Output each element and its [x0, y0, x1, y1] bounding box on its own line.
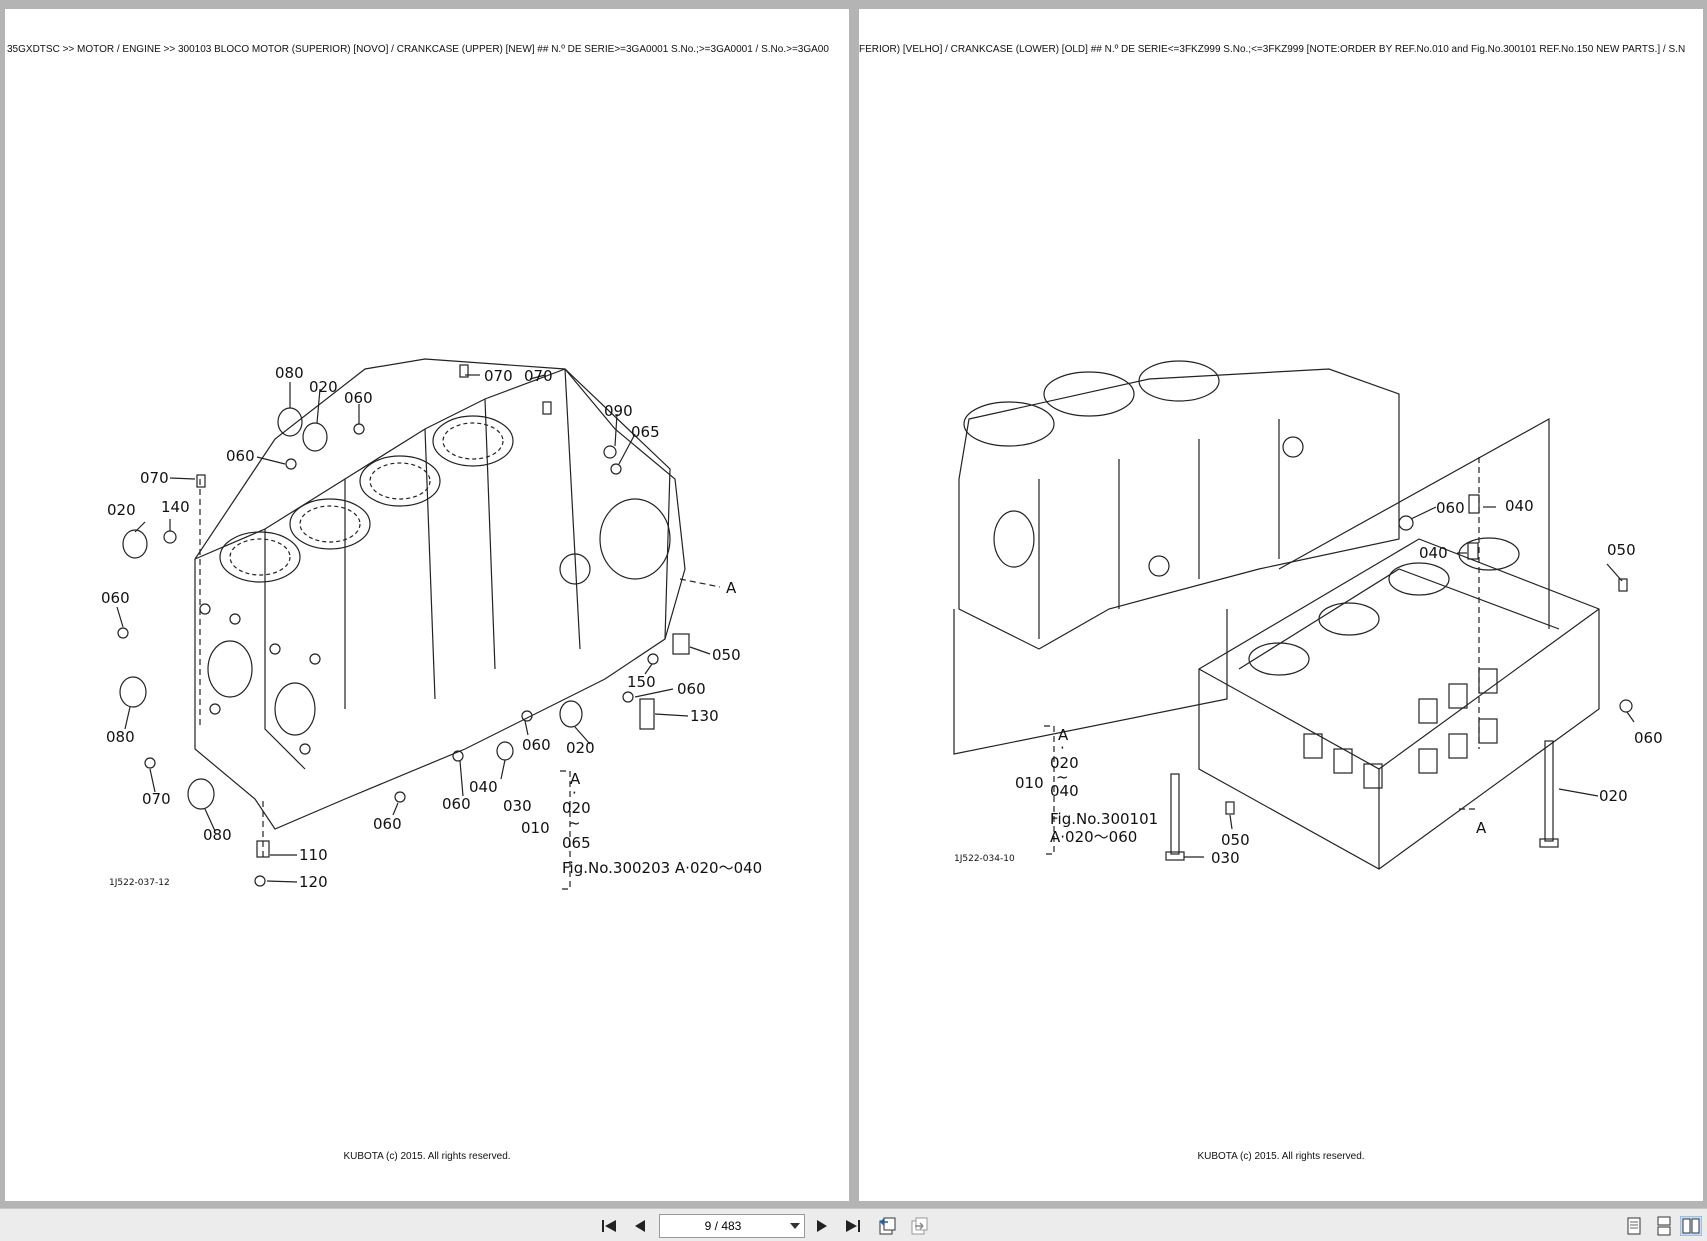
callout-060: 060: [373, 815, 402, 833]
pdf-navigation-toolbar: 9 / 483: [0, 1208, 1707, 1241]
callout-060: 060: [442, 795, 471, 813]
document-page-left: 35GXDTSC >> MOTOR / ENGINE >> 300103 BLO…: [5, 9, 849, 1201]
first-page-icon[interactable]: [598, 1215, 620, 1237]
legend-fig-range: A·020～060: [1050, 828, 1137, 846]
callout-070: 070: [142, 790, 171, 808]
callout-110: 110: [299, 846, 328, 864]
callout-150: 150: [627, 673, 656, 691]
callout-070: 070: [524, 367, 553, 385]
page-number-value: 9 / 483: [704, 1219, 742, 1233]
previous-page-icon[interactable]: [629, 1215, 651, 1237]
legend-ref: 010: [521, 819, 550, 837]
last-page-icon[interactable]: [842, 1215, 864, 1237]
callout-070: 070: [140, 469, 169, 487]
legend-tilde: ~: [568, 814, 581, 832]
drawing-code: 1J522-037-12: [109, 878, 170, 888]
page-header-breadcrumb: 35GXDTSC >> MOTOR / ENGINE >> 300103 BLO…: [7, 44, 829, 55]
legend-to: 065: [562, 834, 591, 852]
callout-140: 140: [161, 498, 190, 516]
legend-dot: ·: [572, 784, 577, 802]
callout-120: 120: [299, 873, 328, 891]
callout-060: 060: [226, 447, 255, 465]
callout-020: 020: [1599, 787, 1628, 805]
page-header-breadcrumb: FERIOR) [VELHO] / CRANKCASE (LOWER) [OLD…: [859, 44, 1686, 55]
callout-060: 060: [1436, 499, 1465, 517]
go-back-icon[interactable]: [876, 1215, 898, 1237]
legend-fig: Fig.No.300101: [1050, 810, 1158, 828]
drawing-code: 1J522-034-10: [954, 854, 1015, 864]
callout-040: 040: [469, 778, 498, 796]
callout-080: 080: [275, 364, 304, 382]
copyright-footer: KUBOTA (c) 2015. All rights reserved.: [1197, 1151, 1365, 1162]
callout-040: 040: [1419, 544, 1448, 562]
callout-020: 020: [566, 739, 595, 757]
single-page-view-icon[interactable]: [1623, 1215, 1645, 1237]
point-a-label: A: [726, 579, 737, 597]
legend-tilde: ~: [1056, 768, 1069, 786]
engine-crankcase-lower-diagram: 060 040 040 050 060 020 050 030 A A · 02…: [953, 360, 1663, 870]
callout-040: 040: [1505, 497, 1534, 515]
two-page-view-icon[interactable]: [1680, 1215, 1702, 1237]
engine-crankcase-upper-diagram: 080 020 060 070 070 090 065 060 070 020 …: [101, 358, 762, 891]
callout-090: 090: [604, 402, 633, 420]
legend-a: A: [570, 770, 581, 788]
callout-030: 030: [503, 797, 532, 815]
callout-020: 020: [107, 501, 136, 519]
legend-from: 020: [562, 799, 591, 817]
legend-fig: Fig.No.300203 A·020～040: [562, 859, 762, 877]
callout-050: 050: [1221, 831, 1250, 849]
legend-to: 040: [1050, 782, 1079, 800]
legend-dot: ·: [1060, 739, 1065, 757]
callout-020: 020: [309, 378, 338, 396]
legend-ref: 010: [1015, 774, 1044, 792]
callout-080: 080: [203, 826, 232, 844]
callout-030: 030: [1211, 849, 1240, 867]
point-a-label: A: [1476, 819, 1487, 837]
continuous-view-icon[interactable]: [1653, 1215, 1675, 1237]
callout-060: 060: [344, 389, 373, 407]
next-page-icon[interactable]: [811, 1215, 833, 1237]
callout-060: 060: [101, 589, 130, 607]
callout-065: 065: [631, 423, 660, 441]
page-number-field[interactable]: 9 / 483: [659, 1214, 805, 1238]
callout-060: 060: [677, 680, 706, 698]
callout-130: 130: [690, 707, 719, 725]
go-forward-icon[interactable]: [908, 1215, 930, 1237]
callout-050: 050: [712, 646, 741, 664]
callout-060: 060: [522, 736, 551, 754]
callout-080: 080: [106, 728, 135, 746]
callout-060: 060: [1634, 729, 1663, 747]
document-page-right: FERIOR) [VELHO] / CRANKCASE (LOWER) [OLD…: [859, 9, 1703, 1201]
chevron-down-icon[interactable]: [786, 1223, 804, 1229]
callout-050: 050: [1607, 541, 1636, 559]
legend-from: 020: [1050, 754, 1079, 772]
callout-070: 070: [484, 367, 513, 385]
copyright-footer: KUBOTA (c) 2015. All rights reserved.: [343, 1151, 511, 1162]
legend-a: A: [1058, 726, 1069, 744]
